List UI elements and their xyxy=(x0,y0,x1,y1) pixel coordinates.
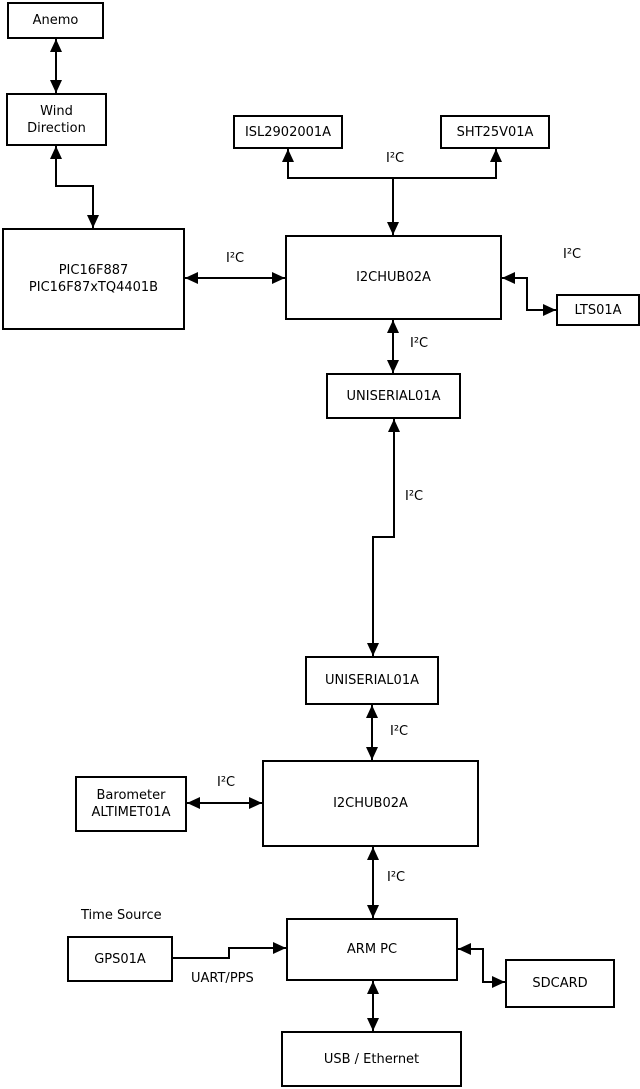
arrowhead-icon xyxy=(50,39,62,52)
arrowhead-icon xyxy=(282,149,294,162)
arrowhead-icon xyxy=(185,272,198,284)
i2c-hub1-uniserial1-label: I²C xyxy=(410,336,429,351)
arrowhead-icon xyxy=(366,747,378,760)
arrowhead-icon xyxy=(249,797,262,809)
arrowhead-icon xyxy=(273,942,286,954)
node-uniserial01a-2: UNISERIAL01A xyxy=(305,656,439,705)
arrowhead-icon xyxy=(367,981,379,994)
node-i2chub02a-1: I2CHUB02A xyxy=(285,235,502,320)
arrowhead-icon xyxy=(387,360,399,373)
node-pic16f887-label: PIC16F87xTQ4401B xyxy=(28,280,159,295)
node-uniserial01a-2-label: UNISERIAL01A xyxy=(325,673,419,688)
node-sht25v01a: SHT25V01A xyxy=(440,115,550,149)
edge-i2chub1-lts01a xyxy=(502,272,556,316)
node-arm-pc-label: ARM PC xyxy=(346,942,398,957)
edge-pic-i2chub1 xyxy=(185,272,285,284)
i2c-uniserial-link-label: I²C xyxy=(405,489,424,504)
node-lts01a-label: LTS01A xyxy=(574,302,622,318)
arrowhead-icon xyxy=(272,272,285,284)
arrowhead-icon xyxy=(543,304,556,316)
arrowhead-icon xyxy=(367,847,379,860)
node-sdcard: SDCARD xyxy=(505,959,615,1008)
arrowhead-icon xyxy=(367,905,379,918)
i2c-pic-hub1-label: I²C xyxy=(226,251,245,266)
arrowhead-icon xyxy=(366,705,378,718)
arrowhead-icon xyxy=(367,1018,379,1031)
node-pic16f887-label: PIC16F887 xyxy=(58,263,129,278)
i2c-hub1-sensors-label: I²C xyxy=(386,151,405,166)
edge-armpc-usb xyxy=(367,981,379,1031)
arrowhead-icon xyxy=(387,222,399,235)
edge-uniserial2-i2chub2 xyxy=(366,705,378,760)
edge-isl-sht-bar xyxy=(282,149,502,179)
i2c-hub1-lts01a-label: I²C xyxy=(563,247,582,262)
edge-i2chub2-armpc xyxy=(367,847,379,918)
edge-anemo-wind xyxy=(50,39,62,93)
edge-wind-pic xyxy=(50,146,99,228)
edge-uniserial1-uniserial2 xyxy=(367,419,400,656)
node-isl2902001a: ISL2902001A xyxy=(233,115,343,149)
node-lts01a: LTS01A xyxy=(556,294,640,326)
node-usb-ethernet-label: USB / Ethernet xyxy=(323,1051,420,1067)
node-wind-direction-label: Wind xyxy=(40,103,73,119)
i2c-barometer-hub2-label: I²C xyxy=(217,775,236,790)
node-i2chub02a-2-label: I2CHUB02A xyxy=(333,796,408,811)
node-isl2902001a-label: ISL2902001A xyxy=(244,124,332,140)
arrowhead-icon xyxy=(490,149,502,162)
edge-barometer-i2chub2 xyxy=(187,797,262,809)
arrowhead-icon xyxy=(388,419,400,432)
arrowhead-icon xyxy=(87,215,99,228)
node-i2chub02a-1-label: I2CHUB02A xyxy=(356,270,431,285)
node-arm-pc: ARM PC xyxy=(286,918,458,981)
node-usb-ethernet: USB / Ethernet xyxy=(281,1031,462,1087)
edge-i2chub1-uniserial1 xyxy=(387,320,399,373)
arrowhead-icon xyxy=(387,320,399,333)
edge-armpc-sdcard xyxy=(458,943,505,988)
arrowhead-icon xyxy=(492,976,505,988)
node-gps01a-label: GPS01A xyxy=(94,951,146,967)
node-uniserial01a-1-label: UNISERIAL01A xyxy=(346,388,441,404)
node-anemo-label: Anemo xyxy=(32,13,79,28)
uart-pps-label: UART/PPS xyxy=(191,971,254,986)
arrowhead-icon xyxy=(50,146,62,159)
node-sht25v01a-label: SHT25V01A xyxy=(456,124,534,140)
node-anemo: Anemo xyxy=(7,2,104,39)
node-i2chub02a-2: I2CHUB02A xyxy=(262,760,479,847)
node-barometer-label: Barometer xyxy=(96,788,166,803)
node-barometer-label: ALTIMET01A xyxy=(91,805,171,820)
time-source-label: Time Source xyxy=(81,908,162,923)
edge-gps01a-armpc xyxy=(173,942,286,959)
i2c-hub2-armpc-label: I²C xyxy=(387,870,406,885)
arrowhead-icon xyxy=(367,643,379,656)
i2c-uniserial2-hub2-label: I²C xyxy=(390,724,409,739)
edge-i2chub1-stem xyxy=(387,178,399,235)
arrowhead-icon xyxy=(187,797,200,809)
node-gps01a: GPS01A xyxy=(67,936,173,982)
node-uniserial01a-1: UNISERIAL01A xyxy=(326,373,461,419)
node-wind-direction-label: Direction xyxy=(27,120,86,136)
arrowhead-icon xyxy=(50,80,62,93)
arrowhead-icon xyxy=(458,943,471,955)
node-sdcard-label: SDCARD xyxy=(532,976,588,991)
arrowhead-icon xyxy=(502,272,515,284)
